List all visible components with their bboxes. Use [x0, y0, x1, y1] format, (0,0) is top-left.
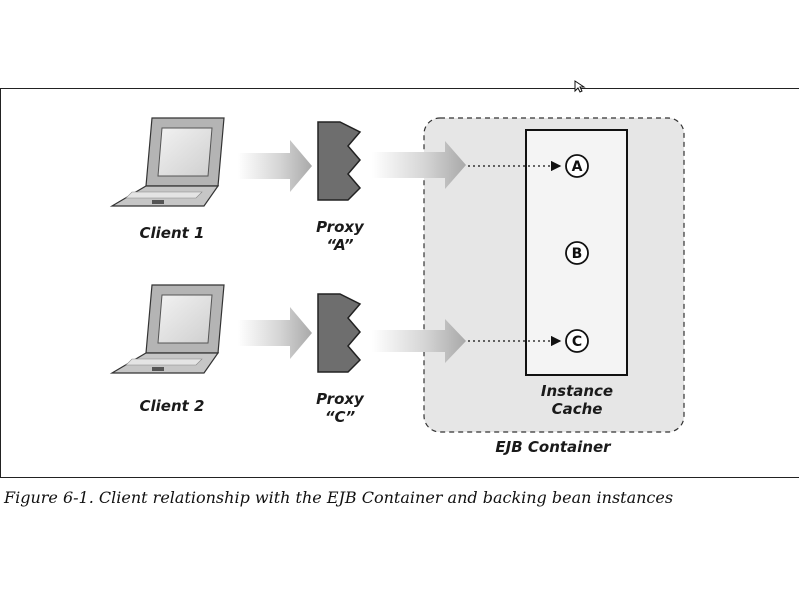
proxy-a-shape — [317, 121, 362, 201]
instance-cache-label-line2: Cache — [552, 400, 603, 418]
mouse-cursor-icon — [574, 80, 586, 93]
proxy-c-label-line2: “C” — [325, 408, 356, 426]
client-1-label: Client 1 — [140, 224, 205, 242]
proxy-c-label-line1: Proxy — [316, 390, 365, 408]
arrow-client2-to-proxy — [238, 307, 312, 359]
arrow-client1-to-proxy — [238, 140, 312, 192]
instance-c-circle — [565, 329, 589, 353]
client-1-laptop-icon — [109, 117, 225, 207]
instance-b-letter: B — [572, 246, 583, 262]
proxy-c-shape — [317, 293, 362, 373]
client-2-label: Client 2 — [140, 397, 205, 415]
proxy-a-label-line1: Proxy — [316, 218, 365, 236]
instance-c-letter: C — [572, 334, 582, 350]
figure-caption: Figure 6-1. Client relationship with the… — [4, 488, 674, 507]
instance-a-letter: A — [572, 159, 583, 175]
arrow-proxy-c-to-container — [372, 319, 466, 363]
instance-cache-label-line1: Instance — [541, 382, 613, 400]
client-2-laptop-icon — [109, 284, 225, 374]
instance-a-circle — [565, 154, 589, 178]
proxy-a-label-line2: “A” — [326, 236, 353, 254]
instance-b-circle — [565, 241, 589, 265]
arrow-proxy-a-to-container — [372, 141, 466, 189]
ejb-container-label: EJB Container — [495, 438, 612, 456]
